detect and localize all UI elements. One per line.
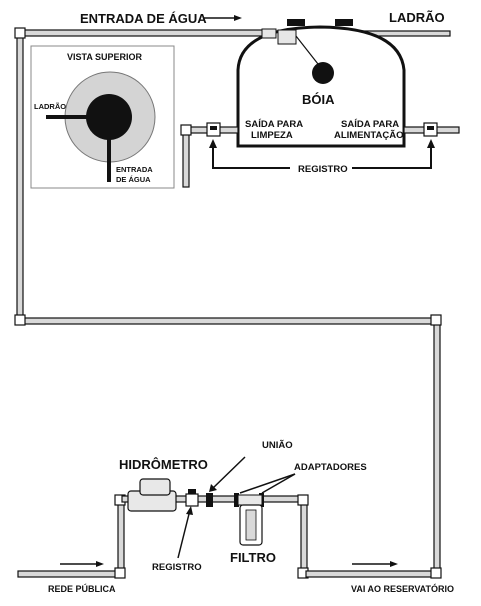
label-inset-entrada-1: ENTRADA: [116, 165, 153, 174]
label-vai-reservatorio: VAI AO RESERVATÓRIO: [351, 583, 454, 594]
label-registro-bottom: REGISTRO: [152, 562, 202, 573]
elbow-top-left: [14, 27, 26, 39]
label-saida-alimentacao-1: SAÍDA PARA: [341, 119, 399, 130]
elbow-mid-right: [430, 314, 442, 326]
label-saida-limpeza-2: LIMPEZA: [251, 130, 293, 141]
label-boia: BÓIA: [302, 92, 335, 107]
entrada-arrow: [203, 15, 242, 21]
label-saida-limpeza-1: SAÍDA PARA: [245, 119, 303, 130]
elbow-mid-left: [14, 314, 26, 326]
water-tank: [236, 19, 406, 148]
label-filtro: FILTRO: [230, 550, 276, 565]
supply-pipe-network: [14, 27, 451, 576]
float-ball: [312, 62, 334, 84]
top-view-inset: [30, 45, 175, 189]
water-meter: [127, 478, 177, 512]
label-adaptadores: ADAPTADORES: [294, 462, 367, 473]
label-inset-entrada-2: DE ÁGUA: [116, 175, 151, 184]
label-inset-ladrao: LADRÃO: [34, 102, 66, 111]
filter-unit: [237, 494, 263, 546]
label-registro-top: REGISTRO: [298, 164, 348, 175]
label-saida-alimentacao-2: ALIMENTAÇÃO: [334, 130, 403, 141]
label-rede-publica: REDE PÚBLICA: [48, 583, 116, 594]
registro-pointer: [209, 139, 435, 169]
label-entrada-agua: ENTRADA DE ÁGUA: [80, 11, 207, 26]
label-uniao: UNIÃO: [262, 440, 293, 451]
union-fitting: [206, 493, 213, 507]
label-hidrometro: HIDRÔMETRO: [119, 457, 208, 472]
tank-outlets: [180, 122, 460, 188]
label-vista-superior: VISTA SUPERIOR: [67, 52, 143, 62]
label-ladrao: LADRÃO: [389, 10, 445, 25]
valve-lower: [185, 493, 199, 507]
meter-filter-assembly: [17, 456, 442, 579]
